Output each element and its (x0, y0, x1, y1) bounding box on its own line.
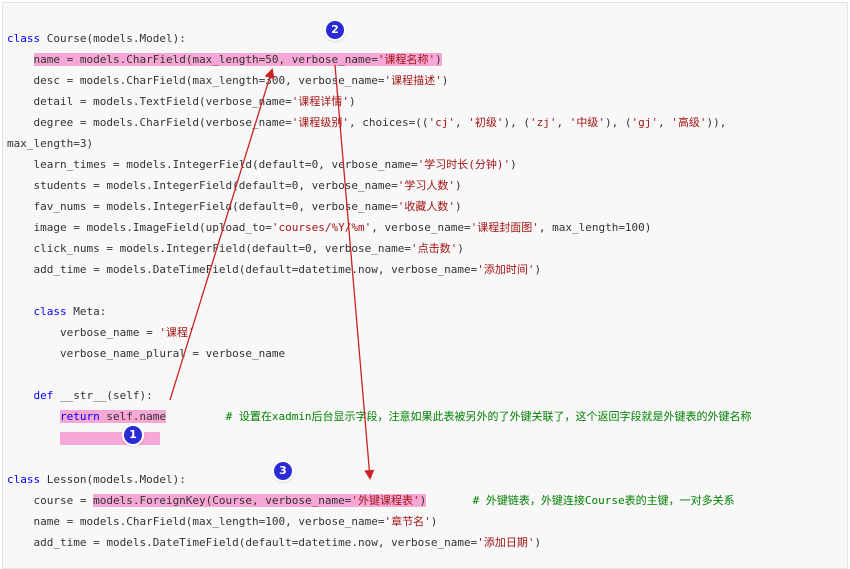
code-token: ) (534, 263, 542, 276)
code-token: ) (441, 74, 449, 87)
code-token: verbose_name_plural = verbose_name (7, 347, 286, 360)
code-token: detail = models.TextField(verbose_name= (7, 95, 292, 108)
code-token: , choices=(( (349, 116, 429, 129)
code-token: self.name (99, 410, 166, 423)
code-token: models.ForeignKey(Course, verbose_name= (93, 494, 352, 507)
code-token: name = models.CharField(max_length=50, v… (33, 53, 378, 66)
code-token: Lesson(models.Model): (40, 473, 186, 486)
code-line: verbose_name = '课程' (7, 322, 752, 343)
code-line: name = models.CharField(max_length=100, … (7, 511, 752, 532)
code-token: '中级' (569, 116, 606, 129)
code-token: # 设置在xadmin后台显示字段，注意如果此表被另外的了外键关联了，这个返回字… (225, 410, 752, 423)
code-token: 'cj' (428, 116, 456, 129)
code-line: class Meta: (7, 301, 752, 322)
arrow-2-to-lesson-course (334, 64, 375, 480)
code-token: '章节名' (384, 515, 431, 528)
code-token: , max_length=100) (538, 221, 652, 234)
code-token: ), ( (605, 116, 632, 129)
code-line: return self.name # 设置在xadmin后台显示字段，注意如果此… (7, 406, 752, 427)
code-token: '高级' (671, 116, 707, 129)
code-token: '课程名称' (377, 53, 436, 66)
code-token: __str__(self): (53, 389, 153, 402)
code-token: ) (457, 242, 464, 255)
code-token: click_nums = models.IntegerField(default… (7, 242, 411, 255)
code-token: class (7, 32, 41, 45)
code-token: class (33, 305, 67, 318)
code-token: ) (435, 53, 442, 66)
annotation-badge-1: 1 (124, 426, 142, 444)
code-token: ), ( (503, 116, 531, 129)
code-token: '初级' (468, 116, 504, 129)
code-token: ) (510, 158, 517, 171)
code-token: ) (419, 494, 427, 507)
code-token: Course(models.Model): (40, 32, 186, 45)
code-line: students = models.IntegerField(default=0… (7, 175, 752, 196)
code-token: class (7, 473, 41, 486)
code-line: class Course(models.Model): (7, 28, 752, 49)
code-token: , verbose_name= (371, 221, 471, 234)
code-token: ) (430, 515, 438, 528)
code-token: '课程封面图' (470, 221, 539, 234)
code-token: ) (534, 536, 542, 549)
annotation-badge-2: 2 (326, 21, 344, 39)
code-token: '学习人数' (397, 179, 455, 192)
code-token: image = models.ImageField(upload_to= (7, 221, 272, 234)
code-token: , (556, 116, 570, 129)
code-token: '课程描述' (384, 74, 442, 87)
code-line: course = models.ForeignKey(Course, verbo… (7, 490, 752, 511)
code-line: learn_times = models.IntegerField(defaul… (7, 154, 752, 175)
code-line: def __str__(self): (7, 385, 752, 406)
code-line: class Lesson(models.Model): (7, 469, 752, 490)
code-block: class Course(models.Model): name = model… (7, 28, 752, 553)
code-token: learn_times = models.IntegerField(defaul… (7, 158, 418, 171)
code-token: max_length=3) (7, 137, 94, 150)
code-token: course = (7, 494, 94, 507)
code-token: '课程' (159, 326, 195, 339)
code-token: '课程详情' (291, 95, 350, 108)
code-token: 'zj' (530, 116, 557, 129)
code-token: verbose_name = (7, 326, 160, 339)
code-token: students = models.IntegerField(default=0… (7, 179, 398, 192)
code-line: desc = models.CharField(max_length=300, … (7, 70, 752, 91)
code-token: ) (454, 179, 462, 192)
code-token: name = models.CharField(max_length=100, … (7, 515, 385, 528)
code-line: verbose_name_plural = verbose_name (7, 343, 752, 364)
code-token: degree = models.CharField(verbose_name= (7, 116, 292, 129)
code-token: fav_nums = models.IntegerField(default=0… (7, 200, 398, 213)
code-token: )), (706, 116, 727, 129)
code-line: name = models.CharField(max_length=50, v… (7, 49, 752, 70)
code-token: ) (454, 200, 462, 213)
code-token: '点击数' (410, 242, 458, 255)
code-token: , (455, 116, 469, 129)
code-token: '添加日期' (477, 536, 535, 549)
code-token: ) (349, 95, 356, 108)
code-token: , (658, 116, 672, 129)
code-token: Meta: (66, 305, 107, 318)
code-token: add_time = models.DateTimeField(default=… (7, 536, 478, 549)
code-token: '学习时长(分钟)' (417, 158, 511, 171)
code-line: image = models.ImageField(upload_to='cou… (7, 217, 752, 238)
code-token: '课程级别' (291, 116, 350, 129)
code-line: click_nums = models.IntegerField(default… (7, 238, 752, 259)
code-line: detail = models.TextField(verbose_name='… (7, 91, 752, 112)
annotation-badge-3: 3 (274, 462, 292, 480)
code-token: '外键课程表' (351, 494, 420, 507)
code-token: return (59, 410, 100, 423)
code-line: add_time = models.DateTimeField(default=… (7, 259, 752, 280)
code-line: degree = models.CharField(verbose_name='… (7, 112, 752, 133)
code-line: fav_nums = models.IntegerField(default=0… (7, 196, 752, 217)
code-token: 'courses/%Y/%m' (271, 221, 372, 234)
code-token: '添加时间' (477, 263, 535, 276)
code-token: # 外键链表，外键连接Course表的主键，一对多关系 (472, 494, 735, 507)
code-token: '收藏人数' (397, 200, 455, 213)
code-line: add_time = models.DateTimeField(default=… (7, 532, 752, 553)
code-token: def (33, 389, 54, 402)
arrow-1-to-name (169, 68, 275, 401)
code-token: 'gj' (631, 116, 659, 129)
code-line: max_length=3) (7, 133, 752, 154)
code-token: add_time = models.DateTimeField(default=… (7, 263, 478, 276)
code-token: desc = models.CharField(max_length=300, … (7, 74, 385, 87)
